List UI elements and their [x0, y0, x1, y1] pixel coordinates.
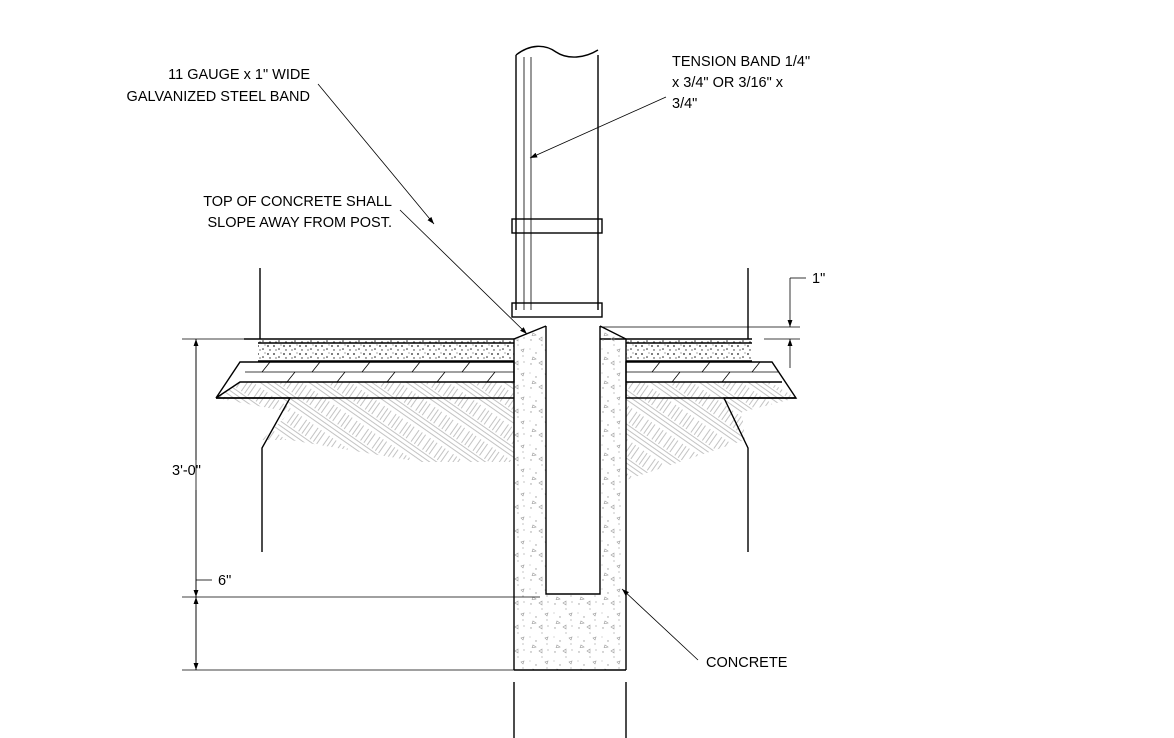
- pavement-surface: [244, 268, 752, 362]
- band-label-line1: 11 GAUGE x 1" WIDE: [168, 67, 310, 83]
- depth-dimensions: [182, 338, 540, 671]
- tension-label-line1: TENSION BAND 1/4": [672, 54, 810, 70]
- slope-label-line1: TOP OF CONCRETE SHALL: [203, 194, 392, 210]
- slope-dimension-text: 1": [812, 271, 825, 287]
- embed-dimension-text: 6": [218, 573, 231, 589]
- fence-post: [515, 45, 601, 595]
- tension-label-line2: x 3/4" OR 3/16" x: [672, 75, 784, 91]
- leader-lines: [317, 83, 699, 661]
- tension-bands: [511, 218, 603, 318]
- concrete-label: CONCRETE: [706, 655, 788, 671]
- slope-dimension: [600, 277, 806, 368]
- slope-label-line2: SLOPE AWAY FROM POST.: [207, 215, 392, 231]
- band-label-line2: GALVANIZED STEEL BAND: [127, 89, 310, 105]
- tension-label-line3: 3/4": [672, 96, 697, 112]
- depth-dimension-text: 3'-0": [172, 463, 201, 479]
- subgrade-soil: [216, 382, 796, 552]
